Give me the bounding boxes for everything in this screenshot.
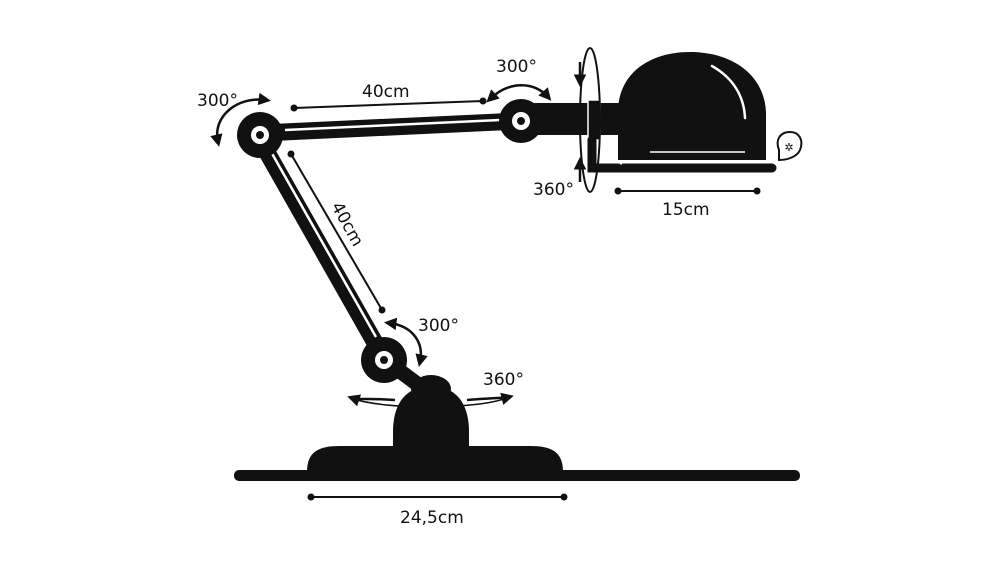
shade-neck [530,103,622,135]
shade-neck-clamp [587,99,601,141]
table-surface [234,470,800,481]
leaf-badge-icon: ✲ [776,130,803,162]
shade-joint-rotation-label: 300° [496,57,537,77]
lamp-base-dome [393,386,469,452]
shade-swivel-ring [579,47,601,193]
shade-swivel-label: 360° [533,180,574,200]
upper-arm-highlight [284,118,501,132]
base-swivel-arrow-back [351,396,510,408]
base-joint-rotation-arrow [384,317,428,367]
base-swivel-label: 360° [483,370,524,390]
shade-bracket [587,135,777,173]
svg-text:✲: ✲ [784,141,793,154]
shade-length-label: 15cm [662,200,710,220]
shade-joint [499,99,543,143]
elbow-rotation-label: 300° [197,91,238,111]
shade-dome-highlight [710,64,747,120]
upper-arm [253,112,529,142]
shade-bracket-highlight [596,149,623,165]
elbow-joint [237,112,283,158]
base-width-label: 24,5cm [400,508,464,528]
lower-arm-highlight [268,149,378,338]
base-joint [361,337,407,383]
shade-dimension [614,187,761,195]
lower-arm [251,131,391,364]
base-joint-rotation-label: 300° [418,316,459,336]
upper-arm-length-label: 40cm [362,82,410,102]
lamp-base-plate [307,446,563,472]
shade-joint-rotation-arrow [486,84,552,103]
elbow-rotation-arrow [210,92,271,147]
upper-arm-dimension [290,97,487,112]
base-dimension [307,493,568,501]
lower-arm-dimension [287,150,386,314]
